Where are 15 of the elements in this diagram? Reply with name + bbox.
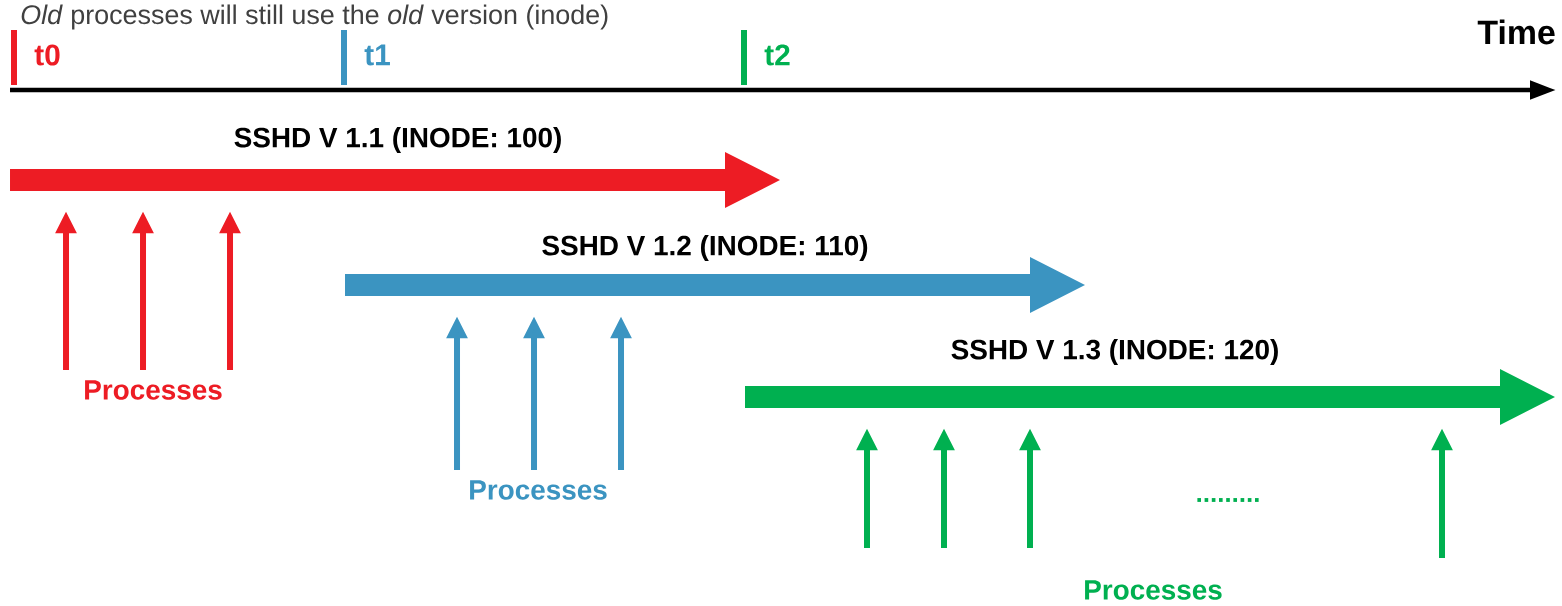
heading-text: Old processes will still use the old version (inode) <box>21 4 608 30</box>
process-label: Processes <box>470 480 607 500</box>
ellipsis: ......... <box>1197 498 1259 502</box>
process-label: Processes <box>85 380 222 400</box>
node-label: SSHD V 1.2 (INODE: 110) <box>542 235 868 261</box>
node-label: SSHD V 1.3 (INODE: 120) <box>951 339 1278 365</box>
node-label: SSHD V 1.1 (INODE: 100) <box>234 127 561 153</box>
version-bar: SSHD V 1.1 (INODE: 100) <box>10 127 780 208</box>
version-bar: SSHD V 1.2 (INODE: 110) <box>345 235 1085 313</box>
version-bar: SSHD V 1.3 (INODE: 120) <box>745 339 1555 425</box>
time-label: t0 <box>34 44 60 66</box>
time-label: t1 <box>364 44 390 66</box>
axis-label: Time <box>1477 19 1555 45</box>
time-label: t2 <box>764 44 790 66</box>
process-label: Processes <box>1085 580 1222 600</box>
